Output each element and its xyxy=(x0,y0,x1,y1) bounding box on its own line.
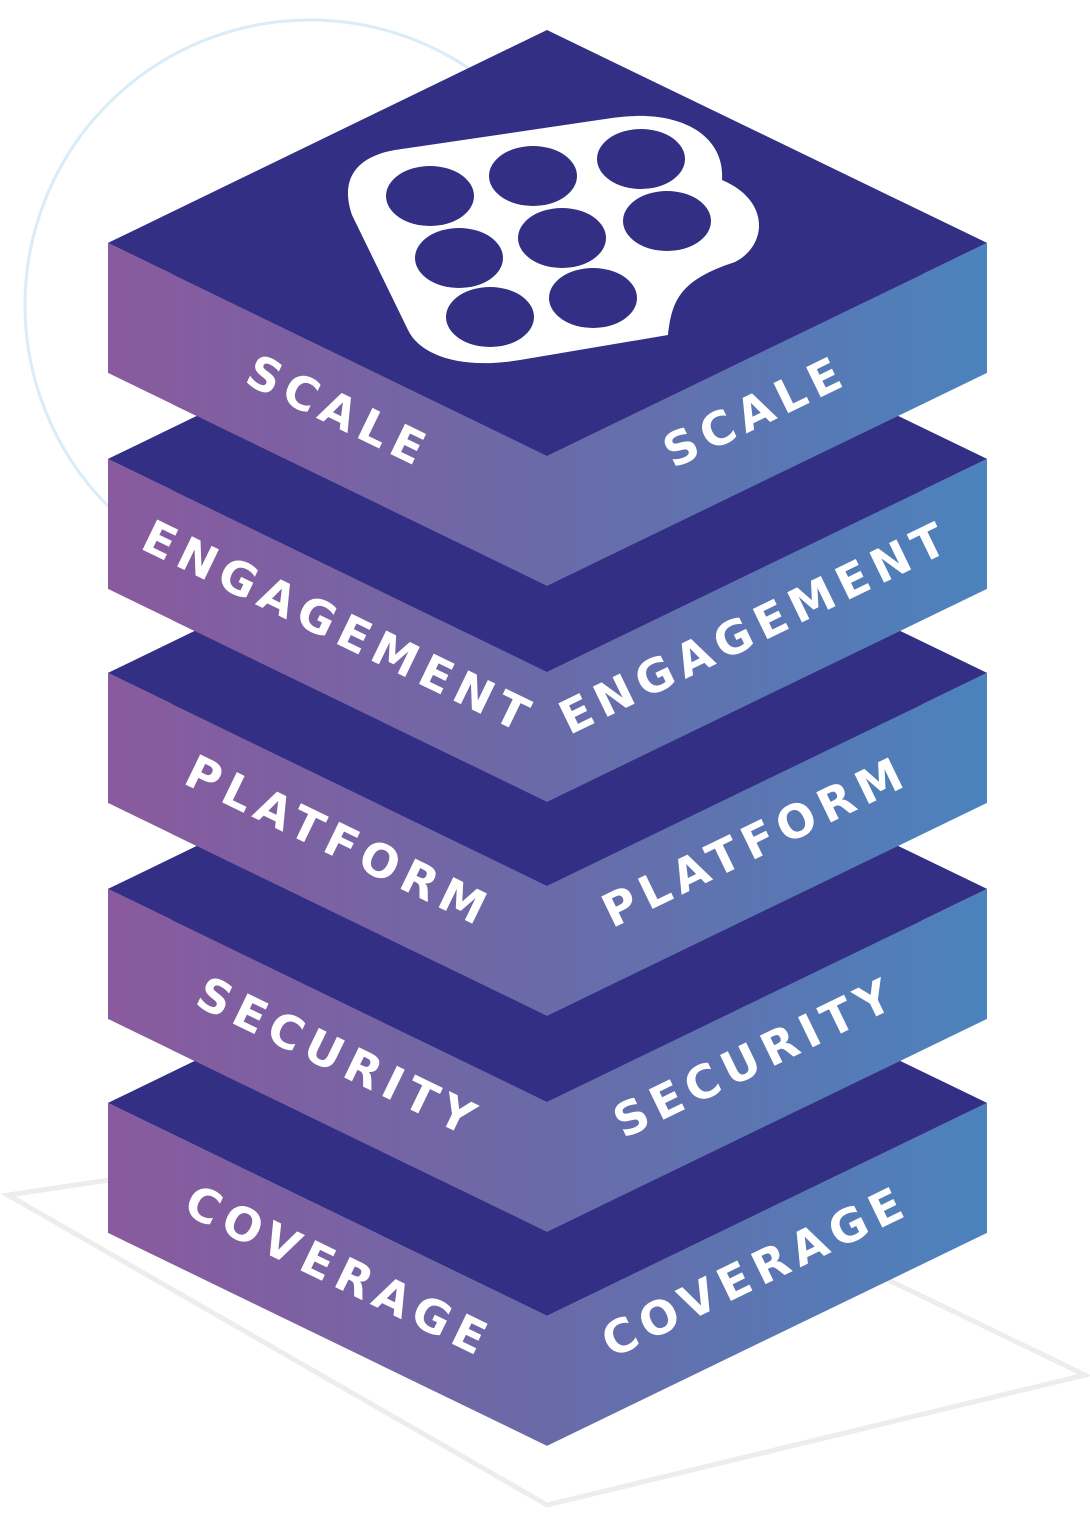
layer-right-face xyxy=(547,458,987,802)
layer-right-face xyxy=(547,1102,987,1446)
layer-left-face xyxy=(108,242,547,586)
layer-right-face xyxy=(547,242,987,586)
layer-left-face xyxy=(108,888,547,1232)
layer-left-face xyxy=(108,672,547,1016)
layer-right-face xyxy=(547,888,987,1232)
layer-left-face xyxy=(108,1102,547,1446)
layer-left-face xyxy=(108,458,547,802)
seven-circles-badge-icon xyxy=(347,115,760,364)
layer-right-face xyxy=(547,672,987,1016)
